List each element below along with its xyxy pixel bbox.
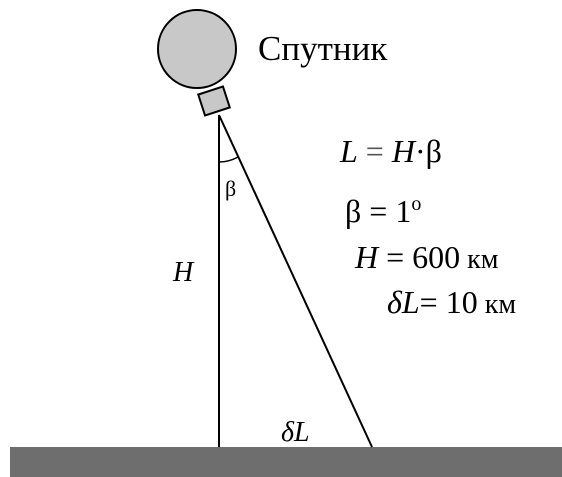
formula-l-var: L [339, 133, 358, 169]
angle-label: β [225, 176, 236, 201]
formula-l-beta: β [426, 133, 442, 169]
formula-beta-deg: o [411, 193, 421, 215]
formula-dl-val: 10 [446, 284, 478, 320]
formula-dl-unit: км [478, 289, 517, 320]
offset-label: δL [281, 417, 310, 448]
formula-beta-eq: = [361, 193, 395, 229]
formula-h-var: H [354, 239, 380, 275]
formula-dl: δL= 10 км [347, 284, 540, 320]
formula-h-val: 600 [412, 239, 460, 275]
formula-dl-var: δL [387, 284, 420, 320]
formula-l: L = H·β [300, 133, 466, 169]
angle-arc [218, 156, 239, 163]
satellite-label: Спутник [258, 29, 388, 68]
formula-beta: β = 1o [305, 181, 445, 229]
formula-h: H = 600 км [315, 239, 522, 275]
formula-l-dot: · [415, 133, 426, 169]
formula-h-unit: км [460, 244, 499, 275]
formula-h-eq: = [378, 239, 412, 275]
satellite-body [157, 9, 237, 89]
formula-dl-eq: = [420, 284, 446, 320]
formula-beta-num: 1 [395, 193, 411, 229]
ground [10, 447, 562, 477]
formula-l-h: H [391, 133, 417, 169]
formula-l-eq: = [358, 133, 392, 169]
formula-beta-var: β [345, 193, 361, 229]
slant-line [218, 114, 373, 448]
satellite-sensor [196, 85, 232, 117]
height-label: H [172, 257, 195, 288]
